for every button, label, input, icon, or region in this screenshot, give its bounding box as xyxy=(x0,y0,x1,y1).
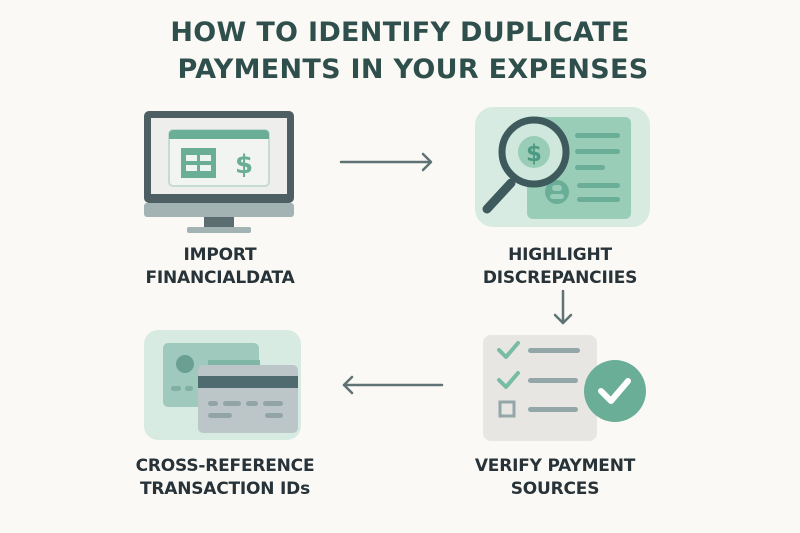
page-title: HOW TO IDENTIFY DUPLICATE PAYMENTS IN YO… xyxy=(0,14,800,88)
arrow-left-icon xyxy=(342,375,444,395)
title-line-1: HOW TO IDENTIFY DUPLICATE xyxy=(170,17,630,48)
step-label: VERIFY PAYMENT SOURCES xyxy=(474,456,636,499)
checklist-verified-icon xyxy=(483,335,646,441)
credit-cards-icon xyxy=(144,330,301,440)
dollar-sign: $ xyxy=(526,141,542,167)
dollar-sign: $ xyxy=(235,150,253,180)
step-label: HIGHLIGHT DISCREPANCIIES xyxy=(482,245,638,288)
step-label: CROSS-REFERENCE TRANSACTION IDs xyxy=(135,456,315,499)
computer-spreadsheet-icon: $ xyxy=(144,111,294,233)
magnifier-document-icon: $ xyxy=(475,107,650,227)
arrow-down-icon xyxy=(553,289,573,325)
arrow-right-icon xyxy=(339,152,433,172)
step-label: IMPORT FINANCIALDATA xyxy=(145,245,295,288)
title-line-2: PAYMENTS IN YOUR EXPENSES xyxy=(177,54,649,85)
